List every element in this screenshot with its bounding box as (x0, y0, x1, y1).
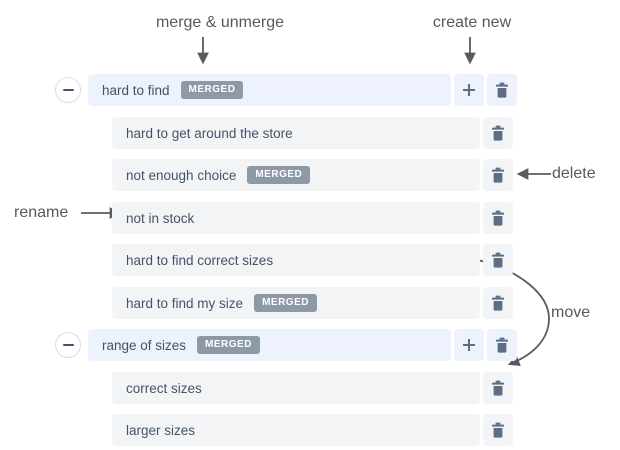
topic-name-field[interactable]: larger sizes (112, 414, 480, 446)
trash-icon (492, 422, 504, 438)
create-new-label: create new (432, 14, 512, 31)
move-label: move (551, 304, 591, 321)
plus-icon (463, 84, 475, 96)
topic-name-field[interactable]: hard to find correct sizes (112, 244, 480, 276)
row-label: hard to find (102, 82, 170, 98)
delete-button[interactable] (483, 159, 513, 191)
delete-button[interactable] (483, 287, 513, 319)
trash-icon (496, 337, 508, 353)
table-row: correct sizes (112, 372, 513, 404)
row-label: range of sizes (102, 337, 187, 353)
table-row: larger sizes (112, 414, 513, 446)
row-label: correct sizes (126, 380, 202, 396)
delete-button[interactable] (483, 117, 513, 149)
plus-icon (463, 339, 475, 351)
trash-icon (492, 295, 504, 311)
row-label: not in stock (126, 210, 195, 226)
table-row: hard to find correct sizes (112, 244, 513, 276)
table-row: not in stock (112, 202, 513, 234)
row-label: larger sizes (126, 422, 196, 438)
minus-circle-icon (62, 89, 74, 91)
create-new-down-arrow-icon (464, 37, 476, 65)
merge-unmerge-down-arrow-icon (197, 37, 209, 65)
delete-label: delete (552, 165, 596, 182)
merge-unmerge-label: merge & unmerge (155, 14, 285, 31)
delete-button[interactable] (483, 414, 513, 446)
row-label: hard to get around the store (126, 125, 293, 141)
merged-badge: MERGED (197, 336, 260, 354)
topic-name-field[interactable]: correct sizes (112, 372, 480, 404)
table-row: hard to find MERGED (55, 74, 517, 106)
table-row: not enough choice MERGED (112, 159, 513, 191)
add-button[interactable] (454, 329, 484, 361)
trash-icon (496, 82, 508, 98)
trash-icon (492, 167, 504, 183)
table-row: hard to get around the store (112, 117, 513, 149)
topic-name-field[interactable]: range of sizes MERGED (88, 329, 451, 361)
trash-icon (492, 210, 504, 226)
add-button[interactable] (454, 74, 484, 106)
row-label: not enough choice (126, 167, 237, 183)
row-label: hard to find my size (126, 295, 244, 311)
merged-badge: MERGED (247, 166, 311, 184)
row-label: hard to find correct sizes (126, 252, 274, 268)
delete-button[interactable] (483, 202, 513, 234)
rename-label: rename (14, 204, 69, 221)
trash-icon (492, 380, 504, 396)
table-row: hard to find my size MERGED (112, 287, 513, 319)
trash-icon (492, 252, 504, 268)
topic-name-field[interactable]: not in stock (112, 202, 480, 234)
topic-name-field[interactable]: hard to get around the store (112, 117, 480, 149)
merged-badge: MERGED (254, 294, 317, 312)
merged-badge: MERGED (180, 81, 244, 99)
topic-name-field[interactable]: not enough choice MERGED (112, 159, 480, 191)
delete-button[interactable] (483, 372, 513, 404)
topic-name-field[interactable]: hard to find my size MERGED (112, 287, 480, 319)
trash-icon (492, 125, 504, 141)
table-row: range of sizes MERGED (55, 329, 517, 361)
collapse-button[interactable] (55, 77, 81, 103)
delete-button[interactable] (487, 74, 517, 106)
collapse-button[interactable] (55, 332, 81, 358)
topic-name-field[interactable]: hard to find MERGED (88, 74, 451, 106)
delete-button[interactable] (483, 244, 513, 276)
minus-circle-icon (62, 344, 74, 346)
delete-button[interactable] (487, 329, 517, 361)
delete-left-arrow-icon (516, 168, 551, 180)
